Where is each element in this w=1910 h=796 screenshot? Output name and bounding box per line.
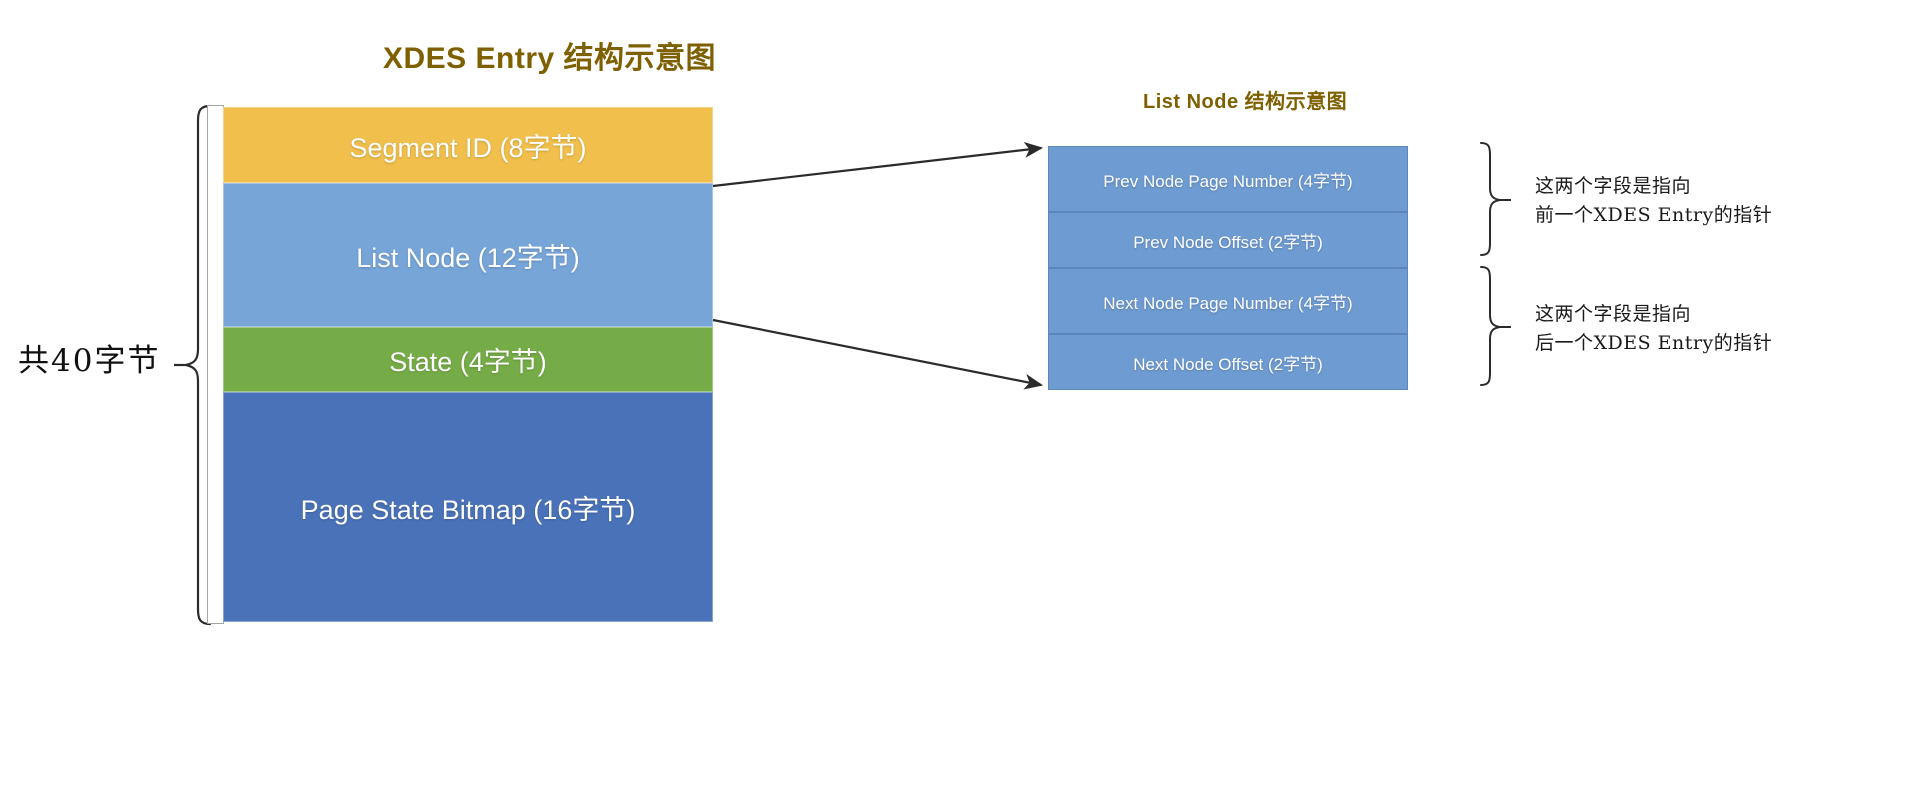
xdes-entry-spine: [207, 105, 224, 624]
xdes-block-label: Page State Bitmap (16字节): [300, 494, 636, 525]
list-node-row-label: Next Node Offset (2字节): [1133, 354, 1323, 374]
list-node-title: List Node 结构示意图: [1143, 91, 1348, 113]
total-size-brace-icon: [174, 104, 212, 626]
prev-pointer-note: 这两个字段是指向 前一个XDES Entry的指针: [1535, 172, 1772, 231]
list-node-row-next-offset[interactable]: Next Node Offset (2字节): [1048, 334, 1408, 390]
next-pointer-note-line1: 这两个字段是指向: [1535, 303, 1692, 325]
list-node-row-prev-page-number[interactable]: Prev Node Page Number (4字节): [1048, 146, 1408, 212]
xdes-block-segment-id[interactable]: Segment ID (8字节): [223, 107, 713, 183]
prev-pointer-brace-icon: [1480, 142, 1511, 256]
xdes-block-state[interactable]: State (4字节): [223, 327, 713, 392]
xdes-entry-title: XDES Entry 结构示意图: [383, 42, 717, 75]
xdes-block-label: List Node (12字节): [356, 242, 580, 273]
total-size-label: 共40字节: [18, 343, 161, 379]
list-node-row-label: Next Node Page Number (4字节): [1103, 293, 1353, 313]
xdes-entry-stack: Segment ID (8字节) List Node (12字节) State …: [223, 107, 713, 622]
xdes-block-page-state-bitmap[interactable]: Page State Bitmap (16字节): [223, 392, 713, 622]
next-pointer-note-line2: 后一个XDES Entry的指针: [1535, 332, 1773, 355]
prev-pointer-note-line1: 这两个字段是指向: [1535, 175, 1692, 197]
next-pointer-note: 这两个字段是指向 后一个XDES Entry的指针: [1535, 300, 1772, 359]
list-node-row-prev-offset[interactable]: Prev Node Offset (2字节): [1048, 212, 1408, 268]
list-node-row-next-page-number[interactable]: Next Node Page Number (4字节): [1048, 268, 1408, 334]
list-node-row-label: Prev Node Offset (2字节): [1133, 232, 1323, 252]
next-pointer-brace-icon: [1480, 266, 1511, 386]
list-node-row-label: Prev Node Page Number (4字节): [1103, 171, 1353, 191]
xdes-block-list-node[interactable]: List Node (12字节): [223, 183, 713, 327]
arrow-listnode-bottom: [712, 318, 1044, 390]
xdes-block-label: Segment ID (8字节): [349, 132, 587, 163]
arrow-listnode-top: [712, 142, 1044, 188]
prev-pointer-note-line2: 前一个XDES Entry的指针: [1535, 204, 1773, 227]
xdes-block-label: State (4字节): [389, 347, 547, 377]
list-node-stack: Prev Node Page Number (4字节) Prev Node Of…: [1048, 146, 1408, 390]
